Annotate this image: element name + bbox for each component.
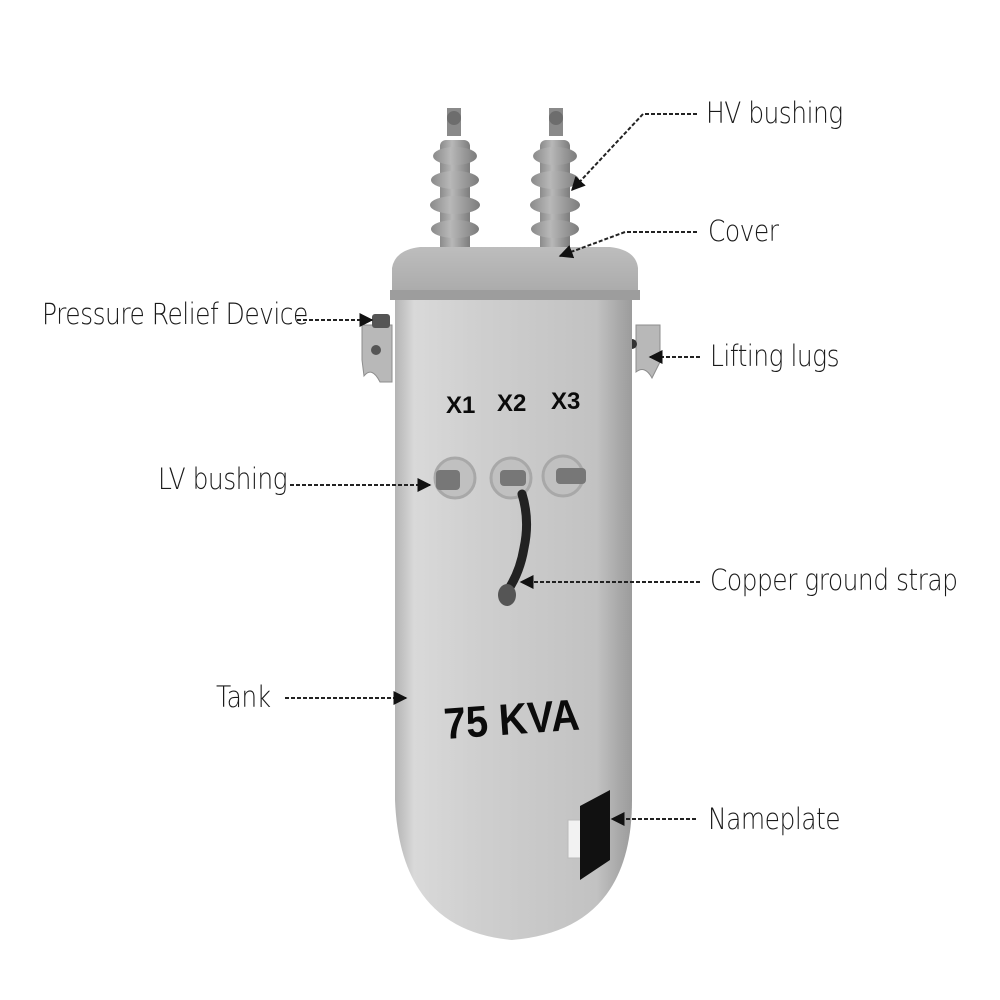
nameplate	[567, 790, 610, 880]
cover	[390, 247, 640, 300]
hv-bushing-right	[530, 108, 580, 260]
label-tank: Tank	[216, 680, 271, 714]
label-hv-bushing: HV bushing	[706, 96, 843, 130]
kva-rating: 75 KVA	[442, 690, 582, 749]
label-cover: Cover	[708, 214, 779, 248]
label-lv-bushing: LV bushing	[158, 462, 288, 496]
label-copper-ground-strap: Copper ground strap	[710, 563, 958, 597]
label-lifting-lugs: Lifting lugs	[710, 339, 840, 373]
hv-bushing-left	[430, 108, 480, 260]
pressure-relief-valve	[372, 314, 390, 328]
lifting-lug-right	[635, 324, 661, 380]
terminal-label-x2: X2	[497, 390, 527, 417]
terminal-label-x3: X3	[551, 388, 581, 415]
copper-ground-strap	[503, 489, 532, 595]
label-pressure-relief-device: Pressure Relief Device	[42, 297, 308, 331]
label-nameplate: Nameplate	[708, 802, 841, 836]
terminal-label-x1: X1	[446, 392, 476, 419]
lv-bushings	[433, 454, 586, 500]
